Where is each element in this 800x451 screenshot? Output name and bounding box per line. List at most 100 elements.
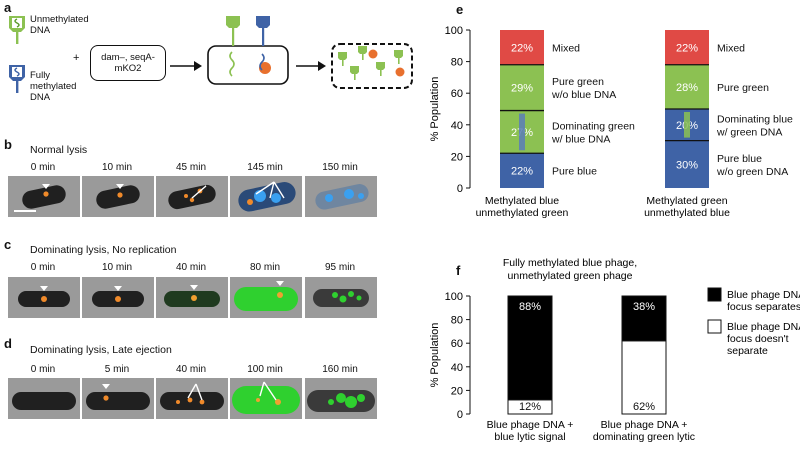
micrograph-d-1 xyxy=(82,378,154,419)
micrograph-c-2 xyxy=(156,277,228,318)
time-label: 45 min xyxy=(175,162,206,173)
micrograph-c-3 xyxy=(230,277,302,318)
segment-legend-label: Mixed xyxy=(717,42,745,54)
y-axis-label: % Population xyxy=(429,323,441,388)
legend-label: separate xyxy=(727,345,768,357)
x-category-label: unmethylated green xyxy=(476,207,569,219)
panel-f-chart: Fully methylated blue phage,unmethylated… xyxy=(429,258,800,443)
micrograph-b-4 xyxy=(305,176,377,217)
bar-segment xyxy=(500,153,544,188)
time-label: 95 min xyxy=(324,262,355,273)
y-tick-label: 40 xyxy=(451,362,463,374)
segment-legend-label: w/o blue DNA xyxy=(551,89,616,101)
y-tick-label: 20 xyxy=(451,151,463,163)
panel-c-title: Dominating lysis, No replication xyxy=(30,244,177,256)
data-label: 88% xyxy=(519,301,541,313)
panel-d-title: Dominating lysis, Late ejection xyxy=(30,344,172,356)
data-label: 28% xyxy=(676,82,698,94)
panel-a-label: a xyxy=(4,0,12,15)
micrograph-d-4 xyxy=(305,378,377,419)
micrograph-b-1 xyxy=(82,176,154,217)
y-axis-label: % Population xyxy=(429,77,441,142)
time-label: 5 min xyxy=(104,364,130,375)
arrow-right-icon xyxy=(194,61,202,71)
segment-legend-label: Pure blue xyxy=(552,166,597,178)
legend-swatch xyxy=(707,319,722,334)
unmethylated-phage-icon xyxy=(9,16,25,44)
time-label: 40 min xyxy=(175,262,206,273)
panel-c-label: c xyxy=(4,237,12,252)
x-category-label: Methylated blue xyxy=(485,195,559,207)
micrograph-d-0 xyxy=(8,378,80,419)
micrograph-b-2 xyxy=(156,176,228,217)
time-label: 0 min xyxy=(30,262,56,273)
data-label: 22% xyxy=(676,42,698,54)
time-label: 10 min xyxy=(101,162,132,173)
segment-legend-label: w/ green DNA xyxy=(716,126,782,138)
infection-schematic xyxy=(170,16,413,89)
legend-label: focus separates xyxy=(727,301,800,313)
x-category-label: Methylated green xyxy=(646,195,727,207)
bar-segment xyxy=(665,64,709,109)
x-category-label: blue lytic signal xyxy=(494,431,565,443)
segment-legend-label: w/o green DNA xyxy=(716,166,788,178)
time-label: 145 min xyxy=(247,162,283,173)
segment-legend-label: Pure green xyxy=(552,76,604,88)
y-tick-label: 60 xyxy=(451,338,463,350)
micrograph-c-0 xyxy=(8,277,80,318)
dna-stripe xyxy=(519,113,525,151)
bar-segment xyxy=(500,30,544,65)
y-tick-label: 0 xyxy=(457,183,463,195)
time-label: 0 min xyxy=(30,364,56,375)
x-category-label: dominating green lytic xyxy=(593,431,695,443)
legend-label: Blue phage DNA xyxy=(727,321,800,333)
time-label: 160 min xyxy=(322,364,358,375)
x-category-label: unmethylated blue xyxy=(644,207,730,219)
bar-segment xyxy=(500,64,544,111)
data-label: 62% xyxy=(633,401,655,413)
y-tick-label: 40 xyxy=(451,120,463,132)
data-label: 38% xyxy=(633,301,655,313)
fully-methylated-dna-label: Fully methylated DNA xyxy=(30,70,77,103)
bar-segment xyxy=(665,140,709,188)
y-tick-label: 60 xyxy=(451,88,463,100)
segment-legend-label: Pure green xyxy=(717,82,769,94)
dam-seqa-cell-box: dam–, seqA-mKO2 xyxy=(90,45,166,81)
data-label: 22% xyxy=(511,166,533,178)
time-label: 80 min xyxy=(249,262,280,273)
legend-label: Blue phage DNA xyxy=(727,289,800,301)
panel-b-title: Normal lysis xyxy=(30,144,88,156)
data-label: 22% xyxy=(511,42,533,54)
legend-swatch xyxy=(707,287,722,302)
y-tick-label: 0 xyxy=(457,409,463,421)
y-tick-label: 100 xyxy=(445,25,463,37)
bar-segment xyxy=(665,30,709,65)
time-label: 10 min xyxy=(101,262,132,273)
y-tick-label: 80 xyxy=(451,57,463,69)
segment-legend-label: Mixed xyxy=(552,42,580,54)
time-label: 40 min xyxy=(175,364,206,375)
chart-title: Fully methylated blue phage, xyxy=(503,258,637,269)
segment-legend-label: Pure blue xyxy=(717,153,762,165)
data-label: 29% xyxy=(511,83,533,95)
fully-methylated-phage-icon xyxy=(9,65,25,93)
micrograph-b-3 xyxy=(230,176,302,217)
micrograph-c-1 xyxy=(82,277,154,318)
bar-segment xyxy=(621,340,667,415)
time-label: 0 min xyxy=(30,162,56,173)
segment-legend-label: Dominating green xyxy=(552,120,635,132)
segment-legend-label: w/ blue DNA xyxy=(551,133,610,145)
segment-legend-label: Dominating blue xyxy=(717,113,793,125)
x-category-label: Blue phage DNA + xyxy=(601,419,688,431)
time-label: 150 min xyxy=(322,162,358,173)
panel-f-label: f xyxy=(456,263,461,278)
x-category-label: Blue phage DNA + xyxy=(487,419,574,431)
micrograph-d-3 xyxy=(230,378,302,419)
micrograph-b-0 xyxy=(8,176,80,217)
dna-stripe xyxy=(684,112,690,138)
data-label: 30% xyxy=(676,159,698,171)
micrograph-d-2 xyxy=(156,378,228,419)
panel-d-label: d xyxy=(4,336,12,351)
bar-segment xyxy=(621,295,667,342)
